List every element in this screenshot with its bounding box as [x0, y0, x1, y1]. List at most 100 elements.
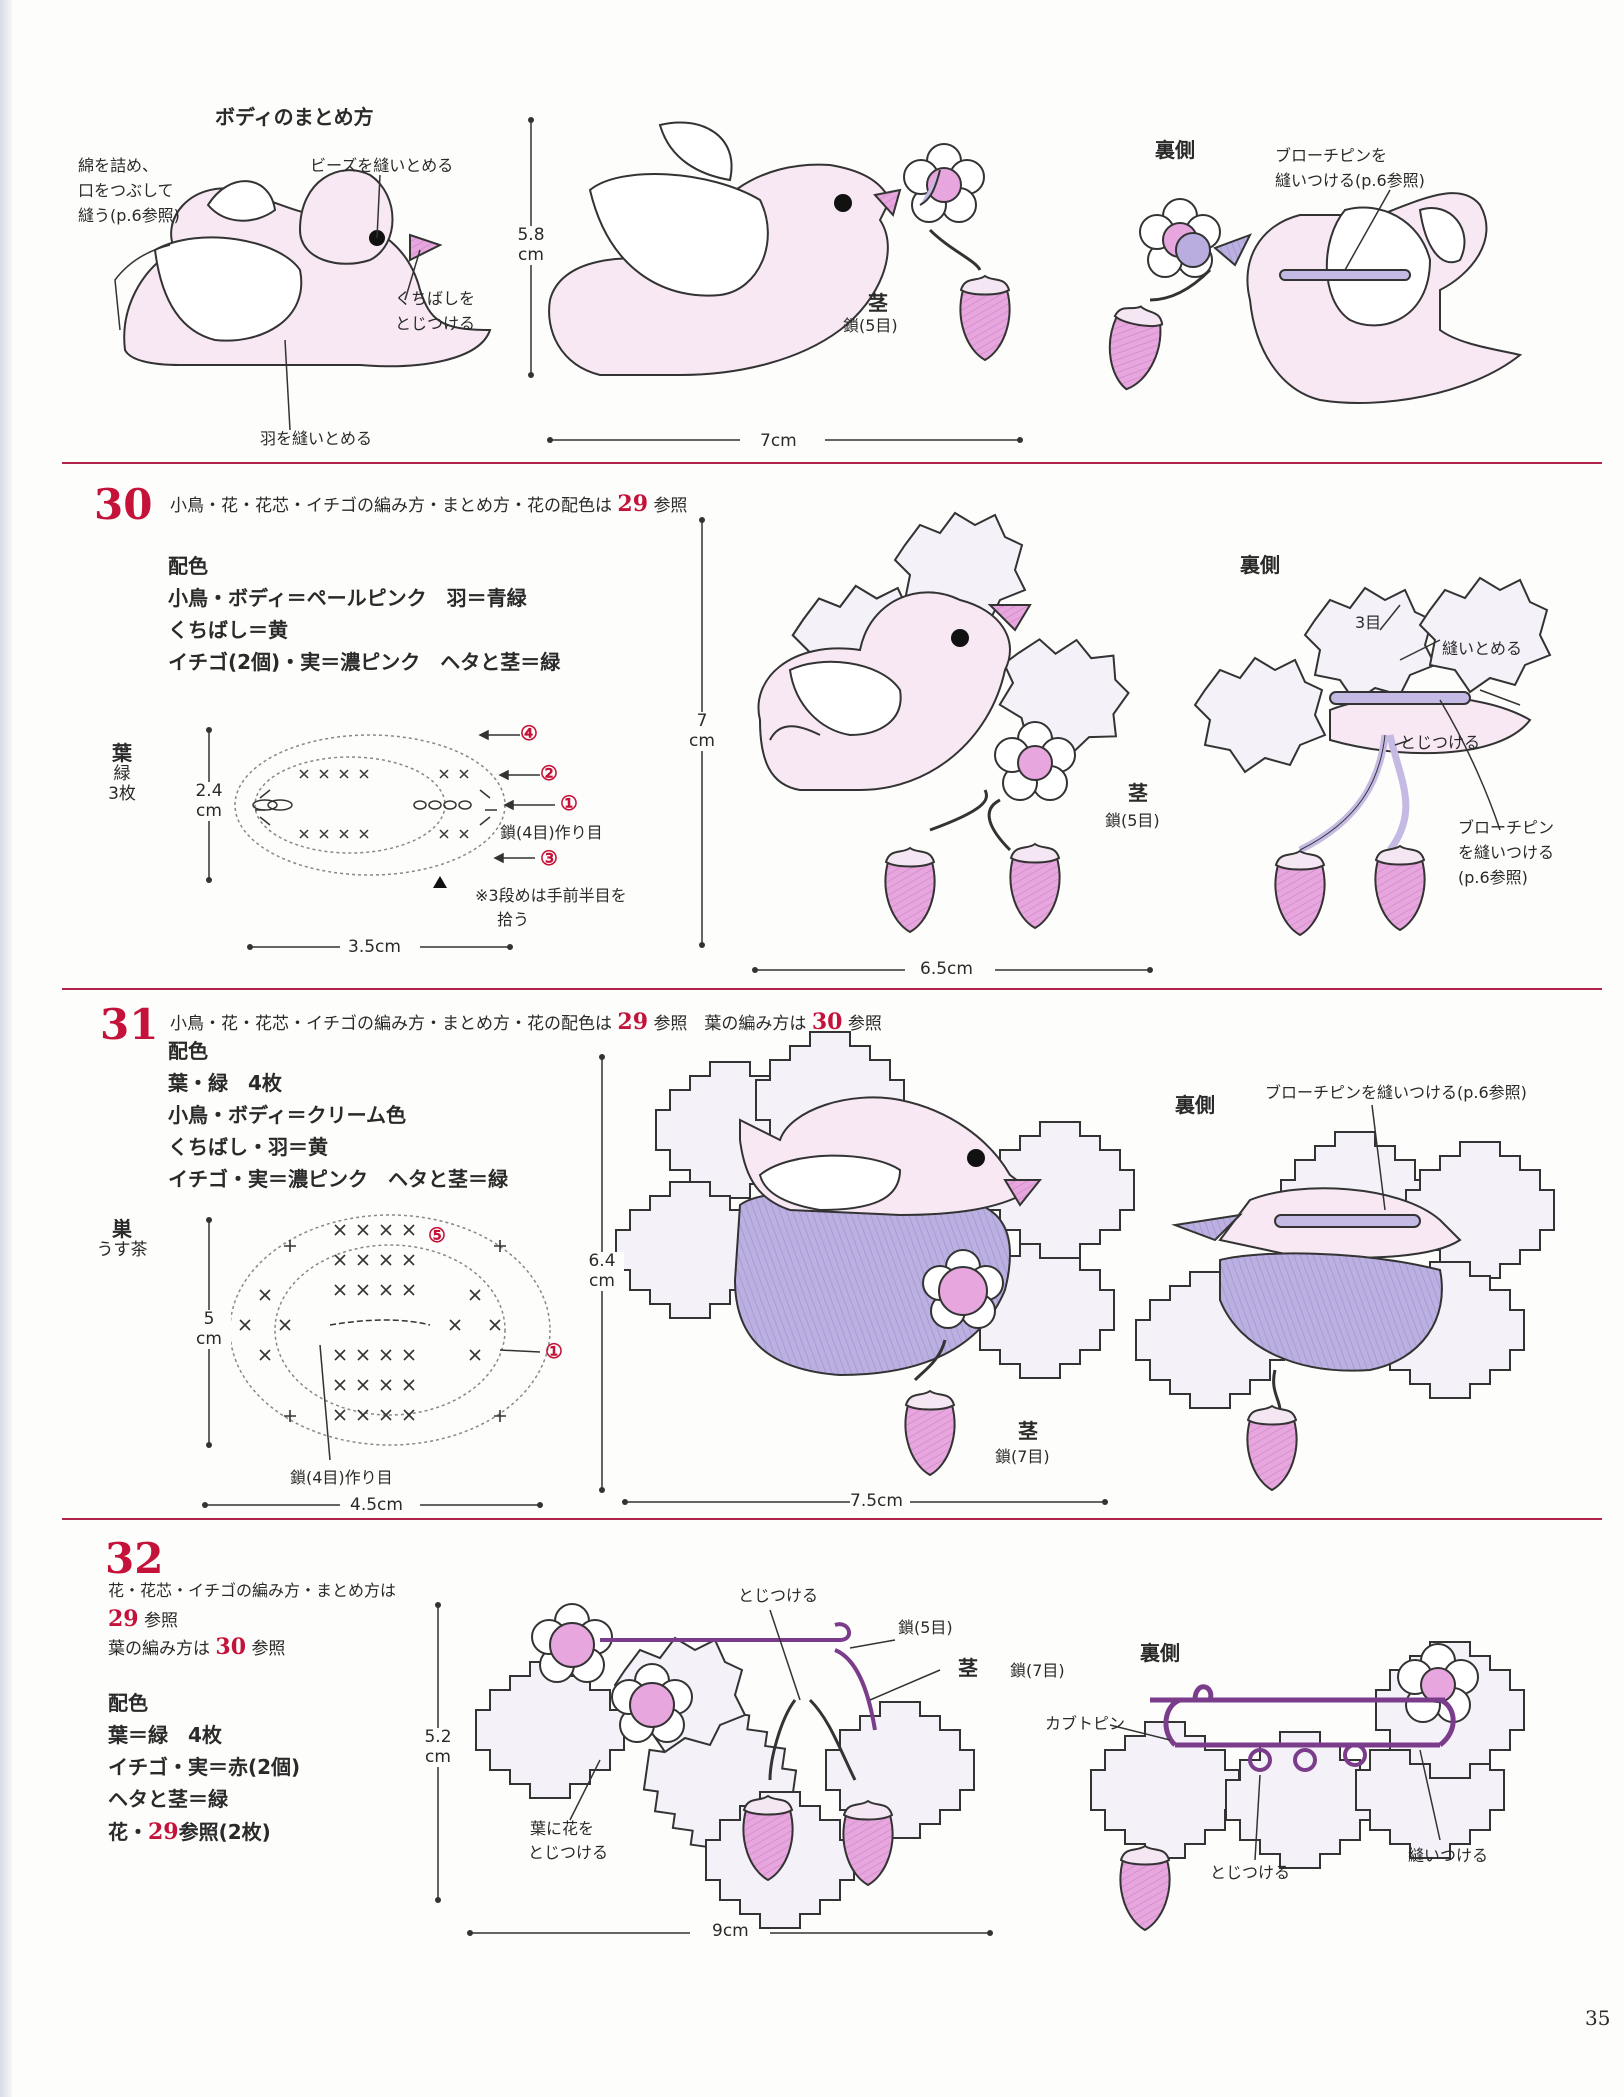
s31-nest-height-value: 5: [203, 1309, 215, 1329]
top-width-label: 7cm: [760, 431, 797, 451]
bead-note: ビーズを縫いとめる: [310, 156, 454, 175]
s31-stem-label: 茎: [1018, 1419, 1038, 1443]
s32-color-line2: イチゴ・実＝赤(2個): [108, 1755, 301, 1779]
s30-head-b: 参照: [653, 496, 688, 516]
section-30-diagrams: [206, 512, 1551, 973]
s30-leaf-label-1: 葉: [112, 741, 132, 765]
s31-brooch-note: ブローチピンを縫いつける(p.6参照): [1265, 1083, 1527, 1102]
s31-head-a: 小鳥・花・花芯・イチゴの編み方・まとめ方・花の配色は: [170, 1014, 612, 1034]
stuff-note-line1: 綿を詰め、: [78, 156, 159, 175]
top-back-label: 裏側: [1155, 138, 1195, 162]
s32-line4-ref: 29: [148, 1819, 179, 1845]
s32-join-top: とじつける: [738, 1586, 819, 1605]
s31-head-ref: 29: [617, 1009, 649, 1035]
s31-head-b: 参照 葉の編み方は: [653, 1014, 807, 1034]
s32-line4-b: 参照(2枚): [178, 1820, 271, 1844]
s30-back-join: とじつける: [1400, 733, 1481, 752]
s31-height: 6.4 cm: [580, 1251, 624, 1292]
s32-color-line1: 葉＝緑 4枚: [108, 1723, 222, 1747]
beak-note-line1: くちばしを: [395, 289, 476, 308]
s32-kabuto: カブトピン: [1045, 1714, 1126, 1733]
divider-2: [62, 988, 1602, 990]
s32-head-line2: 29 参照: [108, 1605, 178, 1635]
s30-back-label: 裏側: [1240, 553, 1280, 577]
top-height-value: 5.8: [517, 225, 545, 245]
s32-width: 9cm: [712, 1921, 749, 1941]
s30-back-3: 3目: [1355, 613, 1382, 632]
body-assembly-diagram: [114, 117, 1523, 443]
s31-color-line3: くちばし・羽＝黄: [168, 1135, 328, 1159]
top-stem-label: 茎: [868, 291, 888, 315]
s32-head-ref: 29: [108, 1606, 139, 1632]
s31-stem-sub: 鎖(7目): [995, 1447, 1050, 1466]
top-height-label: 5.8 cm: [508, 225, 554, 266]
s32-chain5: 鎖(5目): [898, 1618, 953, 1637]
beak-note-line2: とじつける: [395, 314, 476, 333]
section-30-heading: 小鳥・花・花芯・イチゴの編み方・まとめ方・花の配色は 29 参照: [170, 490, 687, 520]
s32-head-c: 葉の編み方は: [108, 1639, 210, 1659]
s30-height: 7 cm: [680, 711, 724, 752]
s31-height-value: 6.4: [588, 1251, 616, 1271]
s31-color-line2: 小鳥・ボディ＝クリーム色: [168, 1103, 406, 1127]
section-32-diagrams: [435, 1602, 1525, 1936]
s30-color-line1: 小鳥・ボディ＝ペールピンク 羽＝青緑: [168, 586, 527, 610]
s31-nest-label: 巣 うす茶: [92, 1218, 152, 1261]
s31-chain-note: 鎖(4目)作り目: [290, 1468, 393, 1487]
s31-nest-label-2: うす茶: [96, 1240, 148, 1260]
s30-leaf-label-3: 3枚: [108, 783, 136, 804]
s30-width: 6.5cm: [920, 959, 973, 979]
top-height-unit: cm: [518, 244, 544, 265]
s30-height-unit: cm: [689, 730, 715, 751]
s32-line4-a: 花・: [108, 1820, 148, 1844]
s30-stem-sub: 鎖(5目): [1105, 811, 1160, 830]
s30-leaf-label-2: 緑: [113, 764, 131, 784]
section-31-number: 31: [100, 1000, 159, 1049]
s30-color-line2: くちばし＝黄: [168, 618, 288, 642]
s31-back-label: 裏側: [1175, 1093, 1215, 1117]
body-assembly-title: ボディのまとめ方: [215, 105, 374, 129]
s32-height-value: 5.2: [424, 1727, 452, 1747]
s30-stem-label: 茎: [1128, 781, 1148, 805]
s30-brooch-line1: ブローチピン: [1458, 818, 1555, 837]
divider-3: [62, 1518, 1602, 1520]
s32-leaf-flower-line2: とじつける: [528, 1843, 609, 1862]
s32-leaf-flower-line1: 葉に花を: [530, 1819, 595, 1838]
divider-1: [62, 462, 1602, 464]
top-stem-sub: 鎖(5目): [843, 316, 898, 335]
s32-head-ref2: 30: [215, 1634, 247, 1660]
s32-head-b: 参照: [144, 1611, 179, 1631]
s32-height: 5.2 cm: [416, 1727, 460, 1768]
top-brooch-note-line1: ブローチピンを: [1275, 146, 1388, 165]
s30-leaf-height-unit: cm: [196, 800, 222, 821]
s31-nest-width: 4.5cm: [350, 1495, 403, 1515]
s31-height-unit: cm: [589, 1270, 615, 1291]
s32-height-unit: cm: [425, 1746, 451, 1767]
page-gutter-shadow: [0, 0, 12, 2097]
section-32-number: 32: [105, 1534, 164, 1583]
top-brooch-note-line2: 縫いつける(p.6参照): [1275, 171, 1425, 190]
s30-leaf-height-value: 2.4: [195, 781, 223, 801]
s32-back-join: とじつける: [1210, 1863, 1291, 1882]
section-30-number: 30: [94, 480, 153, 529]
s31-colors-title: 配色: [168, 1039, 208, 1063]
stuff-note-line2: 口をつぶして: [78, 181, 174, 200]
s30-round-1: ①: [560, 791, 578, 815]
s31-nest-label-1: 巣: [112, 1217, 132, 1241]
s30-leaf-label: 葉 緑 3枚: [100, 742, 144, 804]
s32-chain7: 鎖(7目): [1010, 1661, 1065, 1680]
s32-color-line4: 花・29参照(2枚): [108, 1818, 271, 1848]
s32-color-line3: ヘタと茎＝緑: [108, 1787, 228, 1811]
s31-color-line4: イチゴ・実＝濃ピンク ヘタと茎＝緑: [168, 1167, 508, 1191]
s30-brooch-line3: (p.6参照): [1458, 868, 1528, 887]
s31-width: 7.5cm: [850, 1491, 903, 1511]
s32-back-label: 裏側: [1140, 1641, 1180, 1665]
s30-colors-title: 配色: [168, 554, 208, 578]
section-31-heading: 小鳥・花・花芯・イチゴの編み方・まとめ方・花の配色は 29 参照 葉の編み方は …: [170, 1008, 882, 1038]
s30-back-sew: 縫いとめる: [1442, 639, 1523, 658]
s30-row3-note-line2: 拾う: [497, 910, 530, 929]
s30-brooch-line2: を縫いつける: [1458, 843, 1555, 862]
s31-head-c: 参照: [847, 1014, 882, 1034]
s31-head-ref2: 30: [811, 1009, 843, 1035]
s30-leaf-height: 2.4 cm: [187, 781, 231, 822]
